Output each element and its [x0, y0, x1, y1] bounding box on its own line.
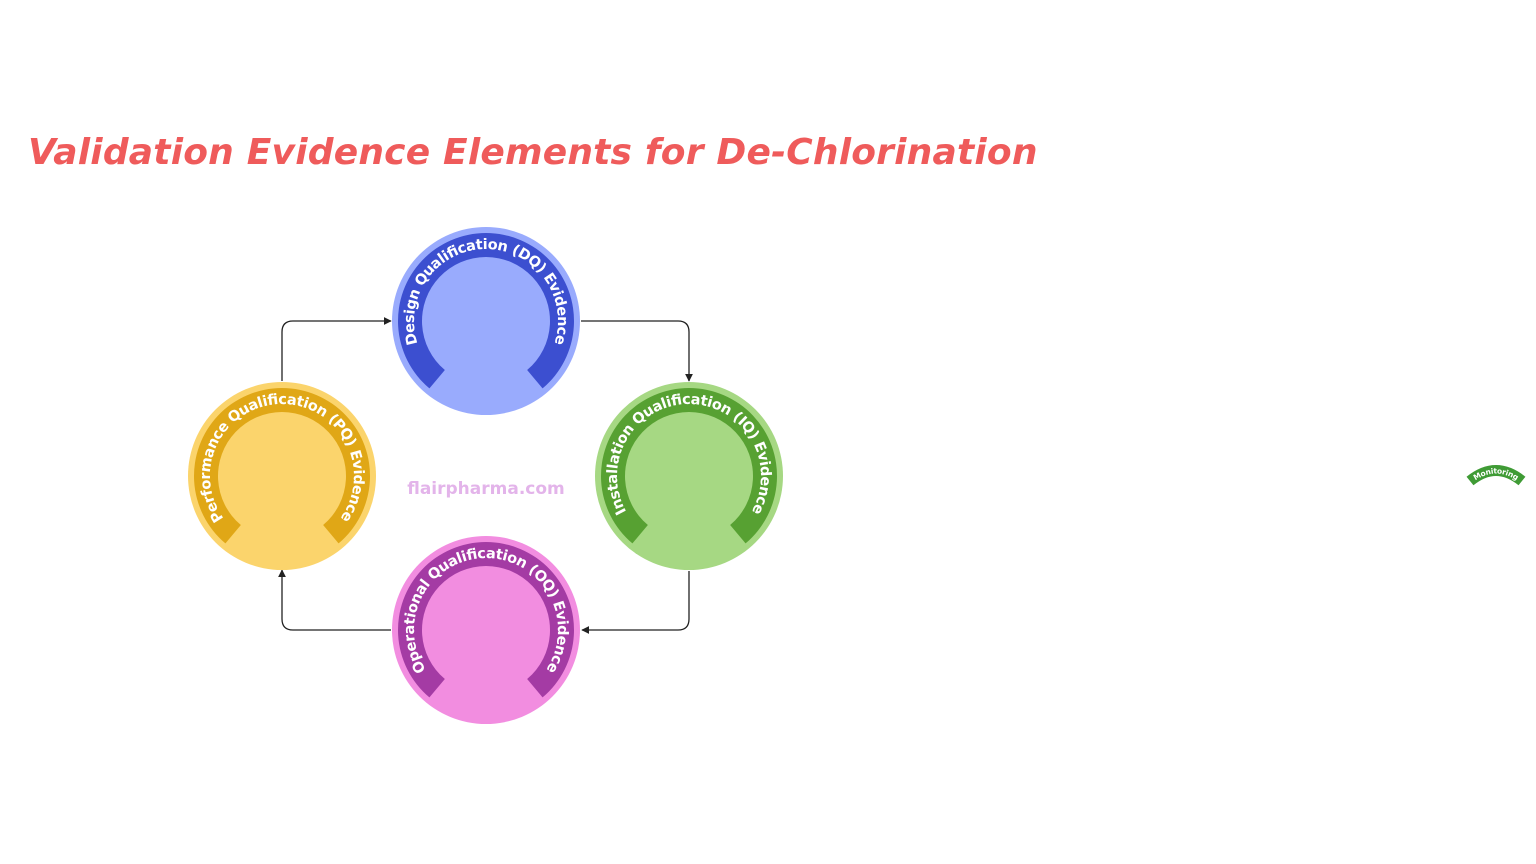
stage-node-installation: Installation Qualification (IQ) Evidence	[595, 382, 783, 570]
stage-nodes: Design Qualification (DQ) EvidenceInstal…	[188, 227, 783, 724]
stage-node-operational: Operational Qualification (OQ) Evidence	[392, 536, 580, 724]
flow-arrow-2	[581, 571, 690, 634]
connector-arrows	[278, 317, 693, 634]
stage-node-design: Design Qualification (DQ) Evidence	[392, 227, 580, 415]
watermark: flairpharma.com	[407, 479, 565, 499]
stage-arc-band	[601, 388, 777, 544]
flow-arrow-1	[581, 320, 693, 382]
stage-arc-band	[398, 542, 574, 698]
stage-arc-band	[398, 232, 574, 389]
stage-arc-band	[194, 388, 370, 544]
stage-node-performance: Performance Qualification (PQ) Evidence	[188, 382, 376, 570]
flow-arrow-4	[281, 317, 392, 381]
page-title: Validation Evidence Elements for De-Chlo…	[28, 132, 1038, 173]
monitoring-badge: Monitoring	[1466, 465, 1526, 486]
badge-arc	[1466, 465, 1526, 486]
flow-arrow-3	[278, 569, 391, 631]
